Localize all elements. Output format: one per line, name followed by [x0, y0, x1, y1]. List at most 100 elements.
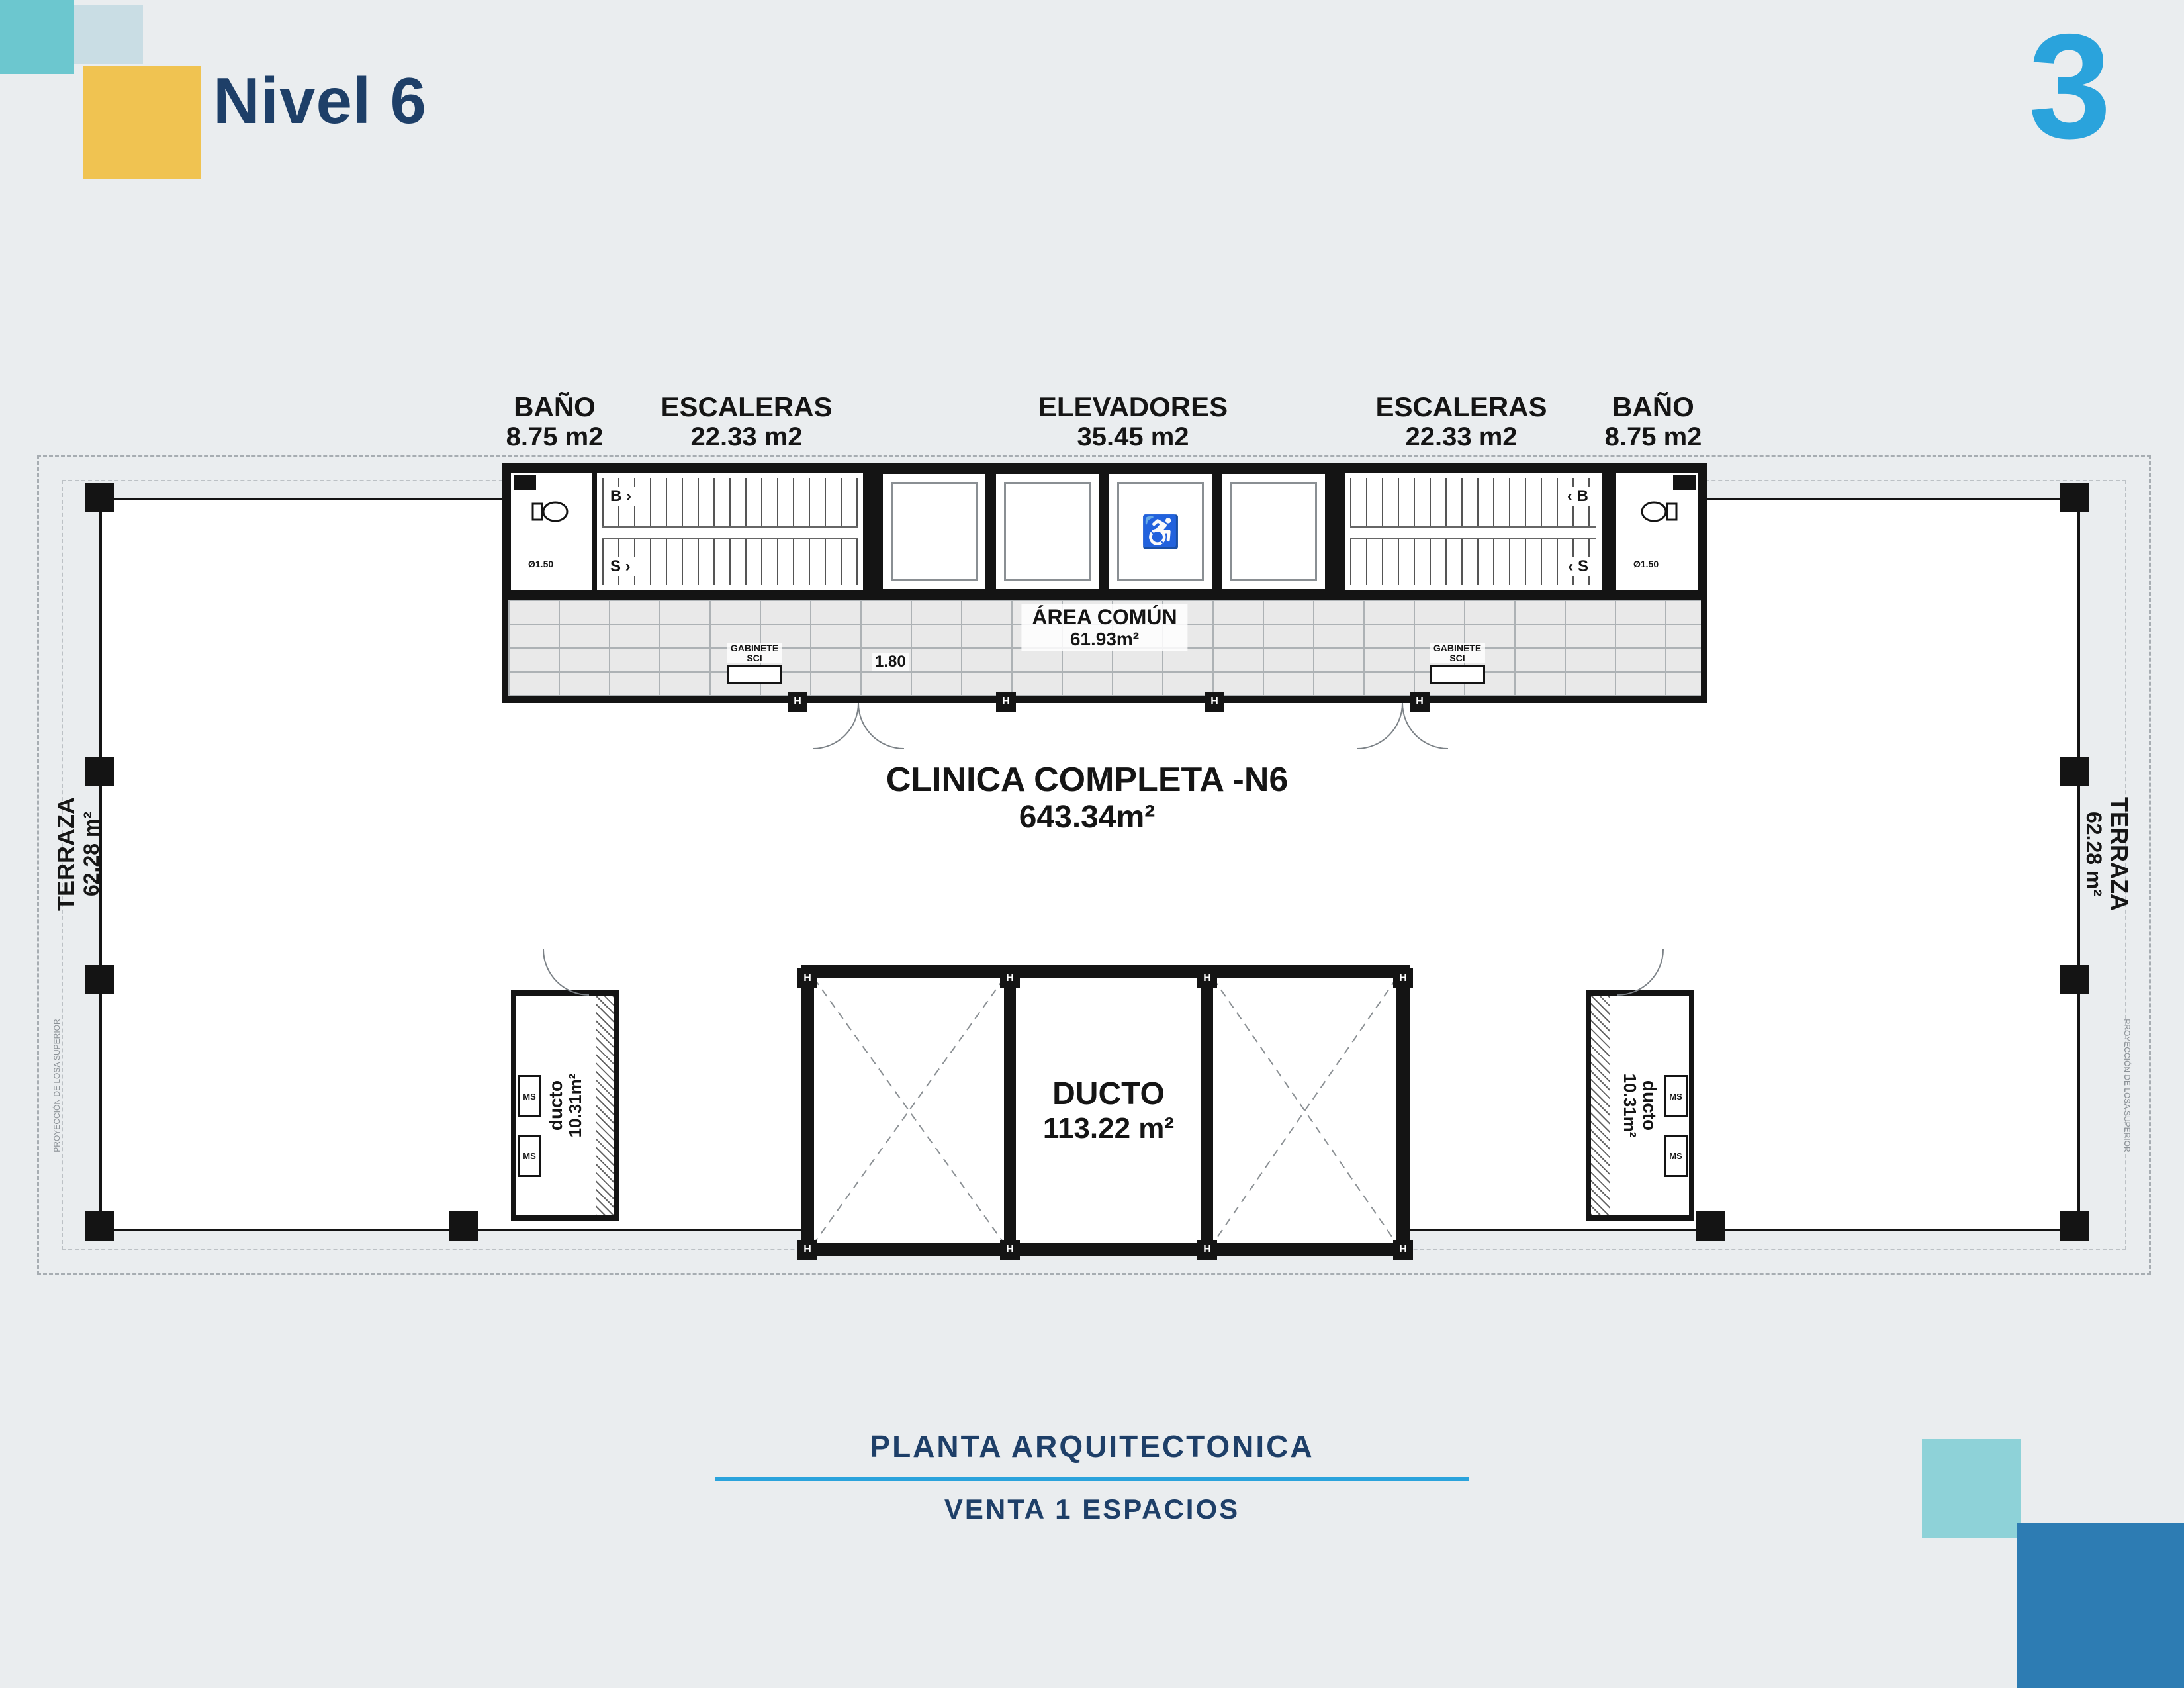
- room-name: ducto: [545, 1080, 566, 1131]
- steel-column-marker: H: [1197, 968, 1217, 988]
- column-marker: [85, 483, 114, 512]
- cross-brace: [1212, 978, 1397, 1244]
- steel-column-marker: H: [1197, 1240, 1217, 1260]
- losa-note-right: PROYECCIÓN DE LOSA SUPERIOR: [2122, 1019, 2132, 1152]
- stair-up-label: B ›: [606, 487, 636, 506]
- stair-landing: [1350, 526, 1596, 539]
- column-marker: [1696, 1211, 1725, 1241]
- room-area: 62.28 m²: [2082, 811, 2106, 897]
- cross-brace: [813, 978, 1005, 1244]
- ducto-small-label: ducto 10.31m²: [545, 1074, 585, 1138]
- wall: [1004, 978, 1016, 1243]
- ms-box: MS: [1664, 1135, 1688, 1177]
- footer-divider: [715, 1477, 1469, 1481]
- elevator-cab: [1230, 482, 1317, 581]
- elevator-bank: ♿: [872, 463, 1336, 600]
- decor-square-yellow: [83, 66, 201, 179]
- room-escaleras-left: B › S ›: [592, 463, 872, 600]
- elevator-car-accessible: ♿: [1109, 474, 1212, 589]
- ducto-cell-right: [1212, 978, 1397, 1244]
- decor-square-light-tl: [74, 5, 143, 64]
- column-marker: [2060, 757, 2089, 786]
- steel-column-marker: H: [1393, 968, 1413, 988]
- gabinete-cabinet: [727, 665, 782, 684]
- steel-column-marker: H: [1000, 968, 1020, 988]
- area-comun-strip: ÁREA COMÚN 61.93m² GABINETE SCI GABINETE…: [502, 600, 1707, 703]
- label-bano-right: BAÑO 8.75 m2: [1494, 391, 1812, 452]
- room-name: ÁREA COMÚN: [1032, 605, 1177, 629]
- steel-column-marker: H: [1205, 692, 1224, 712]
- decor-square-teal-br: [1922, 1439, 2021, 1538]
- decor-square-teal-tl: [0, 0, 74, 74]
- gabinete-sci-left: GABINETE SCI: [727, 643, 782, 684]
- room-area: 22.33 m2: [690, 422, 803, 451]
- page-title: Nivel 6: [213, 64, 427, 137]
- diameter-note: Ø1.50: [528, 559, 554, 569]
- diameter-note: Ø1.50: [1633, 559, 1659, 569]
- chevron-right-icon: ›: [626, 487, 632, 505]
- ducto-central: DUCTO 113.22 m²: [801, 965, 1410, 1256]
- column-marker: [449, 1211, 478, 1241]
- steel-column-marker: H: [1000, 1240, 1020, 1260]
- column-marker: [2060, 1211, 2089, 1241]
- chevron-left-icon: ‹: [1567, 487, 1572, 505]
- sink-fixture: [1673, 475, 1696, 490]
- room-area: 8.75 m2: [1604, 422, 1702, 451]
- label-elevadores: ELEVADORES 35.45 m2: [974, 391, 1292, 452]
- stair-letter: B: [610, 487, 622, 505]
- room-name: TERRAZA: [52, 797, 79, 911]
- room-name: ducto: [1639, 1080, 1660, 1131]
- room-name: ESCALERAS: [660, 391, 833, 422]
- room-name: ELEVADORES: [1038, 391, 1228, 422]
- label-bano-left: BAÑO 8.75 m2: [396, 391, 713, 452]
- gabinete-text: GABINETE: [1430, 643, 1485, 653]
- footer-plan-type: PLANTA ARQUITECTONICA: [870, 1429, 1314, 1464]
- clinica-label: CLINICA COMPLETA -N6 643.34m²: [99, 760, 2075, 835]
- steel-column-marker: H: [788, 692, 807, 712]
- stair-down-label: ‹ S: [1564, 557, 1592, 576]
- elevator-car: [883, 474, 985, 589]
- room-name: DUCTO: [1052, 1076, 1165, 1111]
- column-marker: [85, 757, 114, 786]
- room-area: 10.31m²: [1620, 1073, 1640, 1138]
- stair-up-label: ‹ B: [1563, 487, 1592, 506]
- gabinete-cabinet: [1430, 665, 1485, 684]
- stair-letter: S: [1577, 557, 1588, 575]
- toilet-icon: [531, 501, 569, 522]
- footer-sale-note: VENTA 1 ESPACIOS: [944, 1493, 1240, 1524]
- terraza-label-right: TERRAZA 62.28 m²: [2082, 797, 2133, 911]
- chevron-right-icon: ›: [625, 557, 631, 575]
- terraza-label-left: TERRAZA 62.28 m²: [52, 797, 103, 911]
- room-name: BAÑO: [1612, 391, 1694, 422]
- room-area: 61.93m²: [1069, 629, 1140, 649]
- chevron-left-icon: ‹: [1568, 557, 1574, 575]
- elevator-cab: [1004, 482, 1091, 581]
- column-marker: [85, 965, 114, 994]
- label-escaleras-left: ESCALERAS 22.33 m2: [588, 391, 905, 452]
- gabinete-text: SCI: [727, 653, 782, 663]
- room-bano-right: Ø1.50: [1607, 463, 1707, 600]
- elevator-cab: [891, 482, 978, 581]
- steel-column-marker: H: [1410, 692, 1430, 712]
- room-name: CLINICA COMPLETA -N6: [886, 761, 1289, 799]
- gabinete-text: GABINETE: [727, 643, 782, 653]
- sink-fixture: [514, 475, 536, 490]
- hatch-strip: [1591, 996, 1610, 1215]
- losa-note-left: PROYECCIÓN DE LOSA SUPERIOR: [52, 1019, 62, 1152]
- ducto-cell-left: [813, 978, 1005, 1244]
- ms-box: MS: [1664, 1075, 1688, 1117]
- ms-label: MS: [1669, 1150, 1682, 1161]
- room-area: 643.34m²: [1019, 800, 1156, 835]
- room-name: ESCALERAS: [1375, 391, 1547, 422]
- decor-square-blue-br: [2017, 1523, 2184, 1688]
- ms-label: MS: [523, 1091, 536, 1102]
- room-name: BAÑO: [514, 391, 596, 422]
- dimension-180: 1.80: [872, 653, 909, 671]
- elevator-cab: [1117, 482, 1204, 581]
- ducto-small-right: ducto 10.31m² MS MS: [1586, 949, 1694, 1221]
- ducto-small-label: ducto 10.31m²: [1620, 1073, 1660, 1138]
- brand-logo-3-icon: 3: [2028, 3, 2111, 169]
- room-area: 22.33 m2: [1405, 422, 1518, 451]
- elevator-car: [996, 474, 1099, 589]
- wall: [1201, 978, 1213, 1243]
